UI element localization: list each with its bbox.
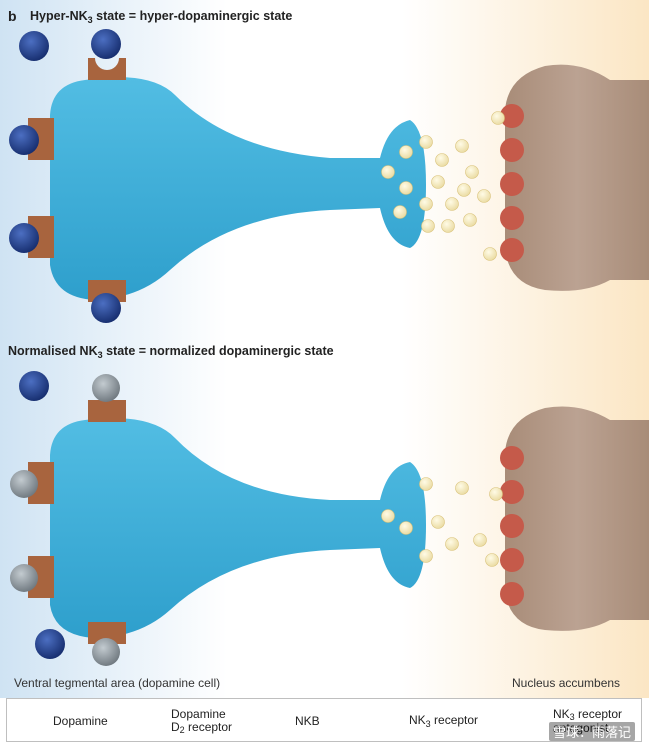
nkb-molecule	[19, 371, 49, 401]
top-dopamine-neuron	[50, 77, 426, 301]
nkb-molecule	[9, 125, 39, 155]
top-nucleus-accumbens-cell	[505, 64, 649, 291]
bottom-nucleus-accumbens-cell	[505, 406, 649, 631]
legend-nk3-receptor: NK3 receptor	[409, 713, 479, 730]
right-region-label: Nucleus accumbens	[512, 676, 621, 690]
d2-receptor	[500, 480, 524, 504]
top-dopamine-molecules	[381, 111, 505, 261]
top-nkb-molecules	[9, 29, 121, 323]
bottom-state-title: Normalised NK3 state = normalized dopami…	[8, 344, 334, 360]
bottom-dopamine-molecules	[381, 477, 503, 567]
d2-receptor	[500, 548, 524, 572]
d2-receptor	[500, 104, 524, 128]
nk3-antagonist	[92, 638, 120, 666]
nk3-receptor	[88, 622, 126, 644]
d2-receptor	[500, 582, 524, 606]
top-diagram	[9, 29, 649, 323]
bottom-diagram	[10, 371, 649, 666]
nk3-receptor	[88, 400, 126, 422]
watermark: 雪球：雨落记	[548, 722, 635, 741]
bottom-dopamine-neuron	[50, 418, 426, 638]
bottom-d2-receptors	[500, 446, 524, 606]
nkb-molecule	[9, 223, 39, 253]
bottom-nkb-molecules	[19, 371, 65, 659]
d2-receptor	[500, 238, 524, 262]
nkb-molecule	[35, 629, 65, 659]
d2-receptor	[500, 138, 524, 162]
d2-receptor	[500, 172, 524, 196]
d2-receptor	[500, 446, 524, 470]
nkb-molecule	[91, 293, 121, 323]
bottom-nk3-receptors	[28, 400, 126, 644]
legend-nkb: NKB	[295, 713, 320, 728]
nkb-molecule	[19, 31, 49, 61]
top-state-title: Hyper-NK3 state = hyper-dopaminergic sta…	[30, 9, 293, 25]
nk3-antagonist	[10, 564, 38, 592]
legend-dopamine: Dopamine	[53, 713, 108, 728]
top-d2-receptors	[500, 104, 524, 262]
panel-letter: b	[8, 8, 17, 24]
nk3-antagonist	[92, 374, 120, 402]
d2-receptor	[500, 206, 524, 230]
nkb-molecule	[91, 29, 121, 59]
bottom-nk3-antagonists	[10, 374, 120, 666]
nk3-antagonist	[10, 470, 38, 498]
d2-receptor	[500, 514, 524, 538]
left-region-label: Ventral tegmental area (dopamine cell)	[14, 676, 221, 690]
nk3-receptor	[88, 58, 126, 80]
